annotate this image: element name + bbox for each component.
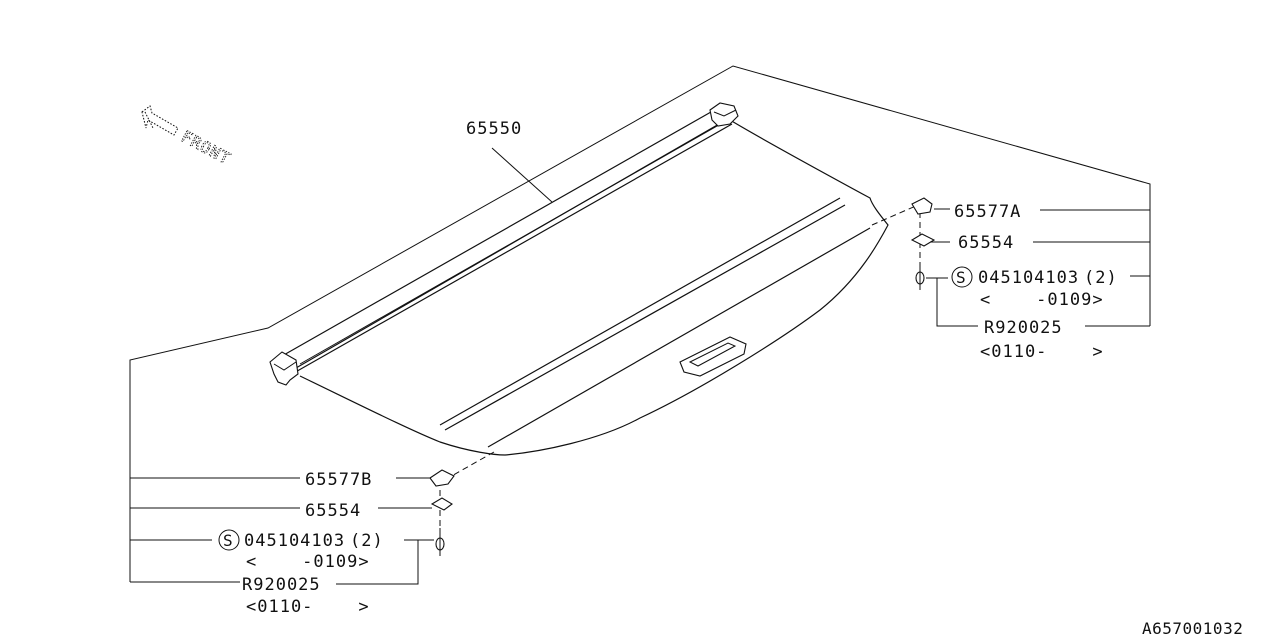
front-label: FRONT: [178, 127, 234, 169]
tonneau-cover: [269, 102, 889, 456]
date-range-r920025-left: <0110- >: [246, 597, 370, 617]
qty-label-bolt-right: (2): [1084, 268, 1118, 288]
dashed-mount-left: [447, 451, 495, 479]
qty-label-bolt-left: (2): [350, 531, 384, 551]
assembly-boundary: [129, 65, 1151, 582]
part-label-65554-right: 65554: [958, 233, 1014, 253]
svg-text:S: S: [223, 531, 234, 550]
date-range-bolt-right: < -0109>: [980, 290, 1104, 310]
part-label-65577b: 65577B: [305, 470, 372, 490]
part-label-65550: 65550: [466, 119, 522, 139]
clip-65577a-icon: [911, 197, 933, 215]
bracket-65554-left-icon: [430, 497, 453, 511]
part-label-r920025-right: R920025: [984, 318, 1063, 338]
part-label-bolt-right: 045104103: [978, 268, 1079, 288]
bracket-65554-right-icon: [910, 233, 936, 247]
front-arrow-icon: [141, 105, 179, 136]
bolt-left-icon: [435, 528, 445, 556]
dashed-mount-right: [871, 204, 919, 226]
standard-part-symbol-right: S: [951, 266, 973, 288]
part-label-r920025-left: R920025: [242, 575, 321, 595]
standard-part-symbol-left: S: [218, 529, 240, 551]
svg-text:S: S: [956, 268, 967, 287]
leader-65550: [491, 147, 553, 203]
clip-65577b-icon: [429, 469, 455, 487]
bolt-right-icon: [915, 262, 925, 290]
part-label-bolt-left: 045104103: [244, 531, 345, 551]
date-range-bolt-left: < -0109>: [246, 552, 370, 572]
diagram-reference-code: A657001032: [1142, 619, 1243, 638]
part-label-65577a: 65577A: [954, 202, 1021, 222]
date-range-r920025-right: <0110- >: [980, 342, 1104, 362]
part-label-65554-left: 65554: [305, 501, 361, 521]
